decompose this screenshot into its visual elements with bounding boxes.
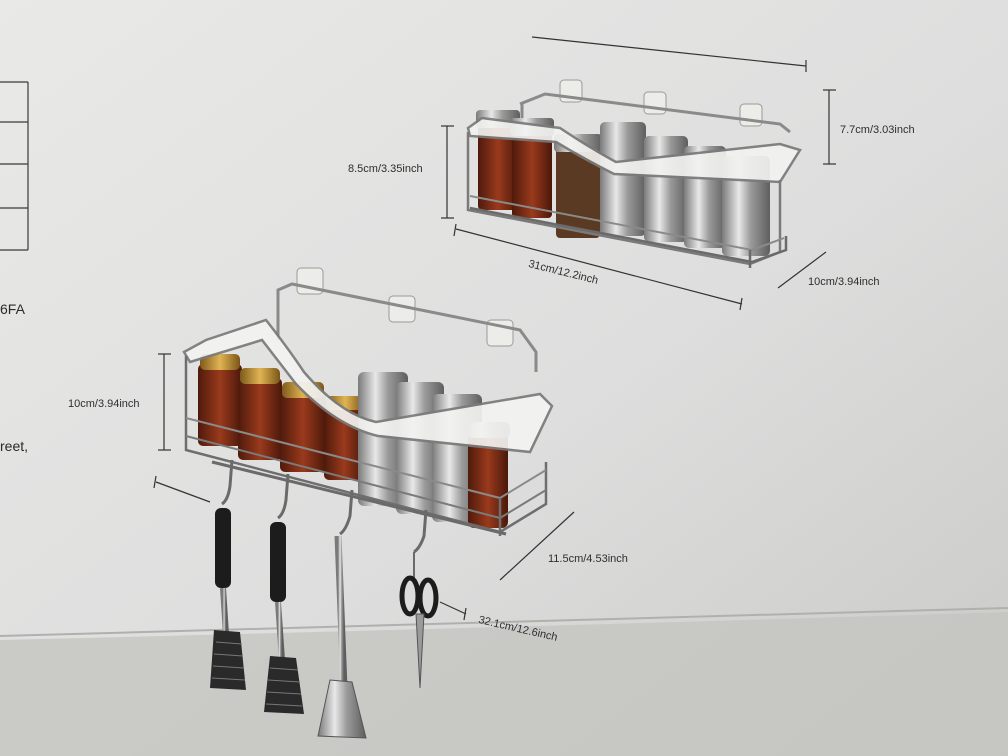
side-text-code: 6FA: [0, 301, 25, 317]
side-text-street: reet,: [0, 438, 29, 454]
bottom-spice-rack: [153, 267, 575, 739]
table-fragment: [0, 81, 29, 251]
top-spice-rack: [441, 36, 836, 311]
bottom-rack-depth-label: 11.5cm/4.53inch: [548, 553, 628, 565]
top-rack-height-right-label: 7.7cm/3.03inch: [840, 124, 915, 136]
bottom-rack-height-label: 10cm/3.94inch: [68, 398, 140, 410]
top-rack-depth-label: 10cm/3.94inch: [808, 276, 880, 288]
top-rack-height-left-label: 8.5cm/3.35inch: [348, 163, 423, 175]
